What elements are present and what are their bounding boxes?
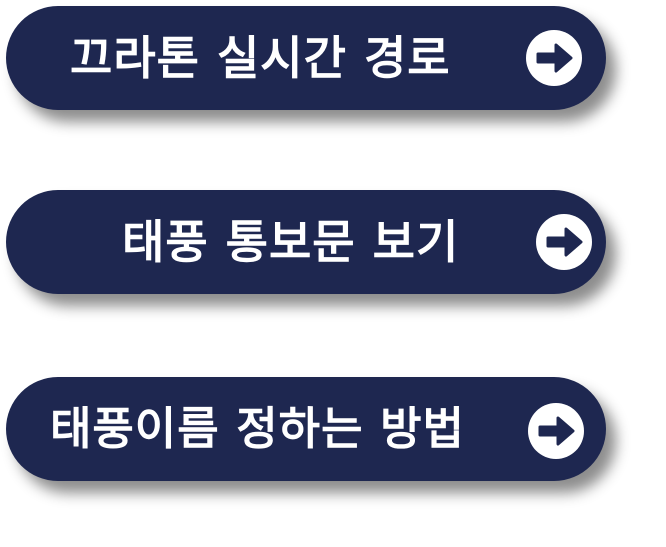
typhoon-naming-method-button[interactable]: 태풍이름 정하는 방법 <box>6 377 606 481</box>
arrow-right-circle-icon <box>526 30 582 86</box>
button-label: 끄라톤 실시간 경로 <box>70 31 451 85</box>
typhoon-bulletin-button[interactable]: 태풍 통보문 보기 <box>6 190 606 294</box>
button-label: 태풍 통보문 보기 <box>122 215 460 269</box>
arrow-right-circle-icon <box>536 214 592 270</box>
arrow-right-circle-icon <box>528 403 584 459</box>
button-label: 태풍이름 정하는 방법 <box>50 402 465 455</box>
kraton-realtime-route-button[interactable]: 끄라톤 실시간 경로 <box>6 6 606 110</box>
